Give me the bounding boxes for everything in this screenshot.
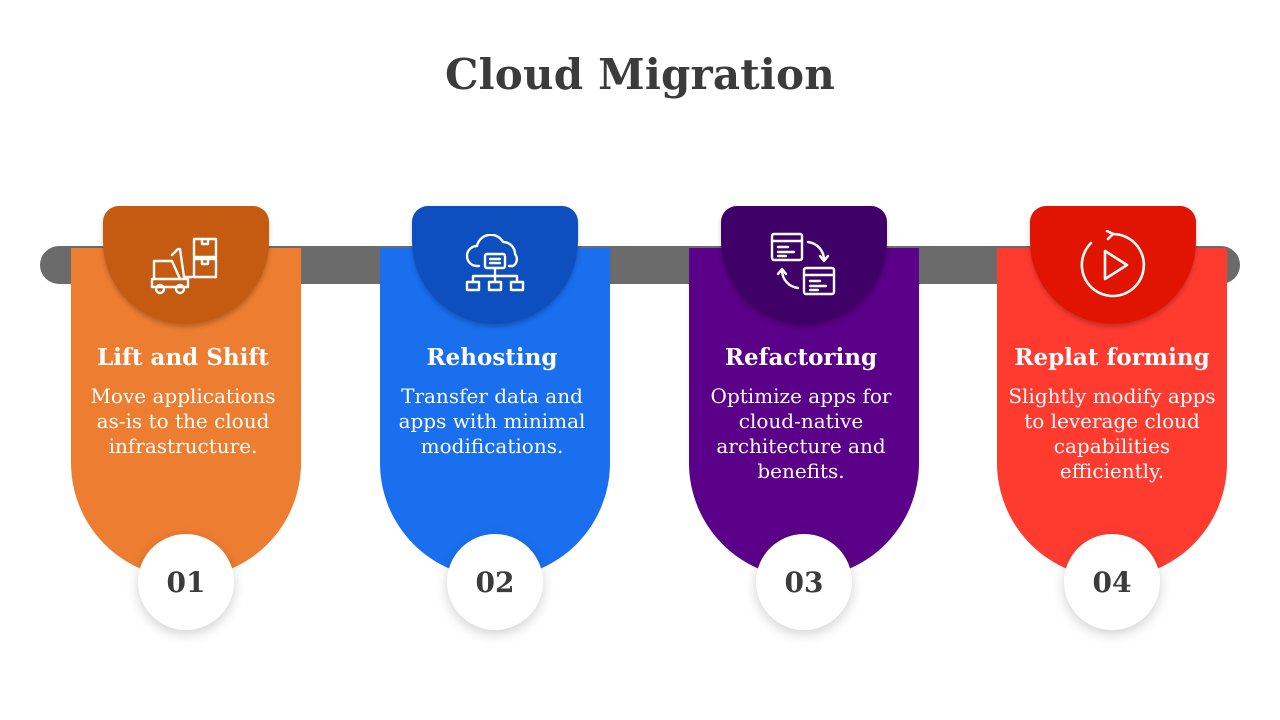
cloud-network-icon	[463, 234, 527, 296]
step-number-4: 04	[1064, 534, 1160, 630]
slide-title: Cloud Migration	[445, 50, 835, 99]
forklift-boxes-icon	[148, 235, 224, 295]
step-heading-1: Lift and Shift	[97, 344, 269, 371]
step-number-1: 01	[138, 534, 234, 630]
window-transfer-icon	[770, 232, 838, 298]
step-description-1: Move applications as-is to the cloud inf…	[90, 384, 276, 458]
step-heading-3: Refactoring	[724, 344, 878, 371]
step-heading-2: Rehosting	[426, 344, 558, 371]
step-number-3: 03	[756, 534, 852, 630]
step-number-2: 02	[447, 534, 543, 630]
step-description-4: Slightly modify apps to leverage cloud c…	[1008, 384, 1216, 483]
step-description-2: Transfer data and apps with minimal modi…	[398, 384, 586, 458]
step-description-3: Optimize apps for cloud-native architect…	[710, 384, 892, 483]
play-refresh-icon	[1078, 230, 1148, 300]
step-heading-4: Replat forming	[1014, 344, 1210, 371]
